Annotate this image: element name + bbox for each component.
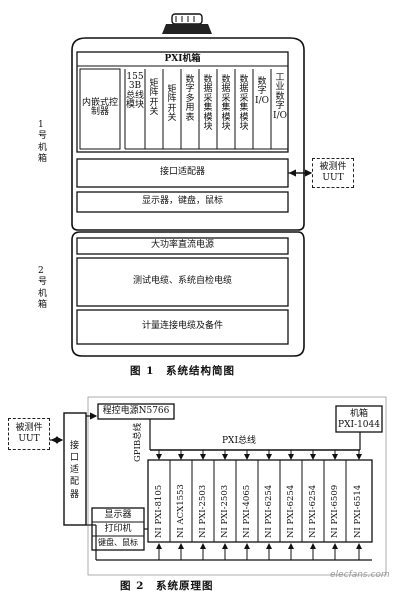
card-pxi-6254-a: NI PXI-6254	[264, 484, 274, 538]
chassis-2-label: 2号机箱	[38, 266, 48, 310]
card-pxi-4065: NI PXI-4065	[242, 484, 252, 538]
module-daq-1: 数据采集模块	[203, 75, 213, 133]
card-pxi-8105: NI PXI-8105	[154, 484, 164, 538]
dc-power-box	[76, 237, 289, 255]
chassis-1-label: 1号机箱	[38, 120, 48, 164]
display-label: 显示器	[104, 510, 132, 520]
chassis-2-outline	[71, 231, 305, 357]
interface-adapter-label: 接口适配器	[159, 167, 205, 177]
module-daq-3: 数据采集模块	[239, 75, 249, 133]
metering-cables-box	[76, 309, 289, 345]
power-supply-box	[97, 403, 175, 420]
watermark: elecfans.com	[330, 570, 390, 580]
uut-box-2: 被测件 UUT	[8, 418, 50, 450]
card-pxi-2503-b: NI PXI-2503	[220, 484, 230, 538]
pxi-bus-label: PXI总线	[222, 436, 257, 446]
interface-adapter-2-label: 接口适配器	[70, 441, 80, 500]
card-pxi-6254-b: NI PXI-6254	[286, 484, 296, 538]
card-pxi-6514: NI PXI-6514	[353, 484, 363, 538]
test-cables-label: 测试电缆、系统自检电缆	[132, 276, 232, 286]
power-supply-label: 程控电源N5766	[102, 406, 170, 416]
figure-1-caption: 图 1 系统结构简图	[130, 365, 235, 377]
metering-cables-label: 计量连接电缆及备件	[141, 321, 223, 331]
cards-group-box	[147, 459, 373, 543]
chassis-handle-icon	[162, 13, 212, 34]
embedded-controller-label: 内嵌式控制器	[82, 98, 119, 118]
module-matrix-switch-1: 矩阵开关	[149, 79, 159, 118]
figure-2-caption: 图 2 系统原理图	[120, 580, 214, 592]
kbd-mouse-label: 键盘、鼠标	[98, 538, 138, 547]
module-industrial-dio: 工业数字I/O	[273, 73, 287, 121]
module-dmm: 数字多用表	[185, 75, 195, 123]
pxi-chassis-box	[76, 51, 289, 153]
test-cables-box	[76, 257, 289, 307]
system-frame	[87, 396, 387, 576]
gpib-bus-label: GPIB总线	[133, 422, 143, 462]
module-digital-io: 数字I/O	[255, 77, 269, 106]
module-1553b: 1553B总线模块	[126, 72, 145, 111]
interface-adapter-2-box	[63, 412, 87, 526]
uut-label-1: 被测件 UUT	[319, 162, 347, 184]
embedded-controller-box	[79, 68, 121, 150]
printer-label: 打印机	[104, 524, 132, 534]
card-pxi-2503-a: NI PXI-2503	[198, 484, 208, 538]
module-matrix-switch-2: 矩阵开关	[167, 85, 177, 124]
pxi-1044-box	[335, 405, 383, 433]
card-pxi-6509: NI PXI-6509	[330, 484, 340, 538]
uut-box-1: 被测件 UUT	[312, 158, 354, 188]
uut-label-2: 被测件 UUT	[15, 423, 43, 445]
pxi-1044-label: 机箱 PXI-1044	[338, 409, 380, 430]
display-keyboard-mouse-label: 显示器，键盘，鼠标	[141, 196, 223, 206]
module-daq-2: 数据采集模块	[221, 75, 231, 133]
chassis-1-outline	[71, 37, 305, 231]
pxi-chassis-title: PXI机箱	[164, 54, 201, 64]
display-keyboard-mouse-box	[76, 191, 289, 213]
card-pxi-6254-c: NI PXI-6254	[308, 484, 318, 538]
card-acx1553: NI ACX1553	[176, 484, 186, 538]
dc-power-label: 大功率直流电源	[150, 240, 214, 250]
